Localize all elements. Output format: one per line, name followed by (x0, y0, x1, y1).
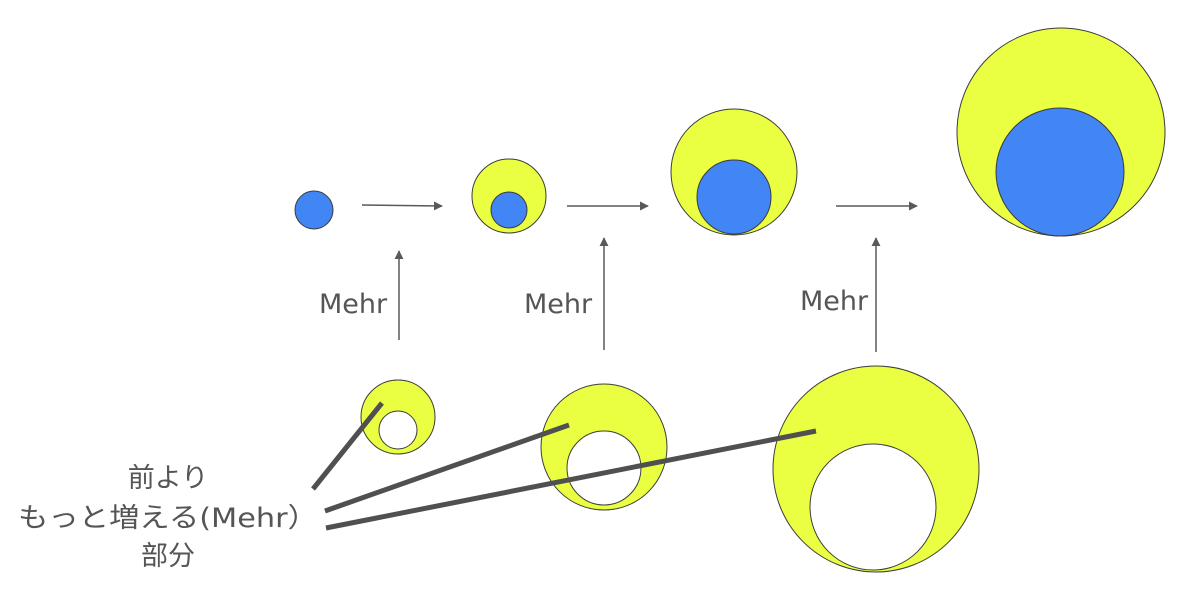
annotation-pointers (311, 401, 817, 531)
mehr-label-3: Mehr (800, 286, 869, 317)
increment-1-hole-circle (378, 410, 418, 450)
stage-4-inner-circle (995, 107, 1125, 237)
mehr-arrows: Mehr Mehr Mehr (319, 237, 881, 352)
pointer-line-1 (311, 401, 384, 491)
stage-1-inner-circle (294, 190, 334, 230)
stage-3-inner-circle (696, 159, 772, 235)
bottom-row-increments (360, 365, 980, 573)
sequence-arrow-1 (361, 201, 443, 211)
stage-2-inner-circle (490, 191, 528, 229)
pointer-line-2 (324, 422, 570, 514)
top-row-sequence (294, 27, 1166, 237)
mehr-label-2: Mehr (524, 289, 593, 320)
mehr-label-1: Mehr (319, 289, 388, 320)
pointer-line-3 (325, 428, 817, 531)
increment-3-hole-circle (809, 443, 937, 571)
annotation-text: 前より もっと増える(Mehr） 部分 (18, 463, 318, 572)
annotation-line-2: もっと増える(Mehr） (18, 503, 318, 534)
annotation-line-1: 前より (128, 463, 208, 494)
annotation-line-3: 部分 (141, 541, 195, 572)
